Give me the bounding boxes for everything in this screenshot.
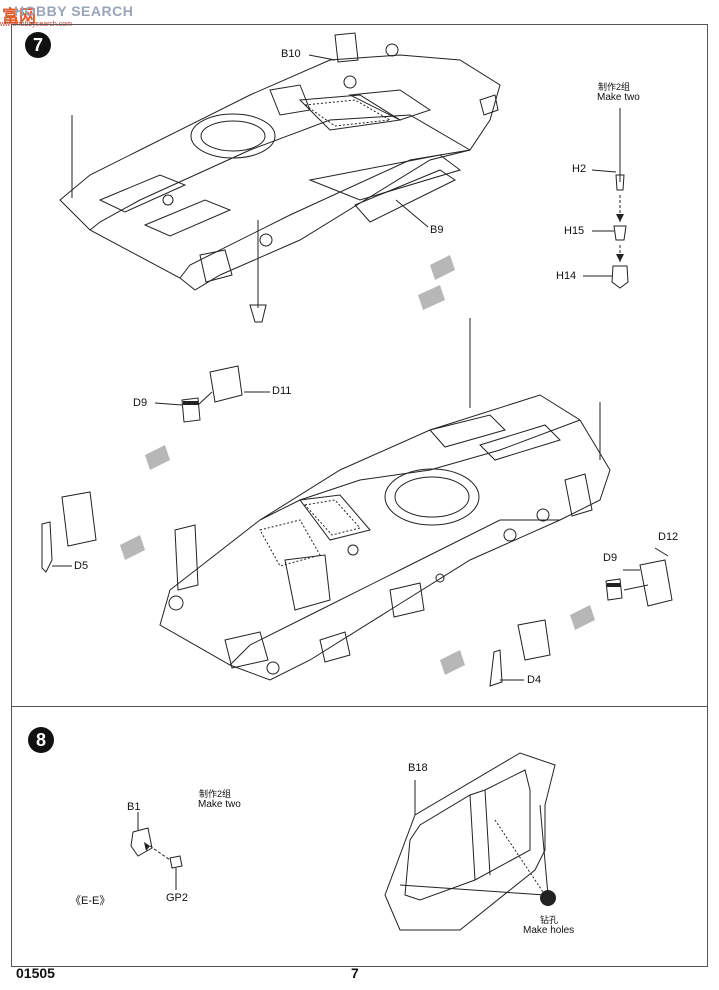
label-d9-left: D9 xyxy=(133,397,148,409)
step7-number: 7 xyxy=(25,32,51,58)
label-view-ee: 《E-E》 xyxy=(70,895,111,907)
label-d9-right: D9 xyxy=(603,552,618,564)
label-d11: D11 xyxy=(272,385,292,397)
label-b9: B9 xyxy=(430,224,444,236)
label-d5: D5 xyxy=(74,560,89,572)
label-h15: H15 xyxy=(564,225,585,237)
step7-make-two-cn: 制作2组 xyxy=(598,82,631,92)
watermark-cn: 富网 xyxy=(2,7,36,27)
page-number: 7 xyxy=(351,965,359,981)
leader-b10 xyxy=(308,54,336,61)
lower-vehicle-hull xyxy=(159,318,611,681)
part-b18-plate xyxy=(384,752,556,931)
step7-make-two-en: Make two xyxy=(597,92,640,103)
part-d9-d12 xyxy=(605,547,673,607)
label-b10: B10 xyxy=(281,48,301,60)
label-b1: B1 xyxy=(127,801,141,813)
label-b18: B18 xyxy=(408,762,428,774)
part-d5 xyxy=(41,491,97,573)
part-b1-gp2 xyxy=(130,812,183,890)
step8-number: 8 xyxy=(28,727,54,753)
label-d12: D12 xyxy=(658,531,679,543)
step8-make-two-cn: 制作2组 xyxy=(199,789,232,799)
upper-vehicle-hull xyxy=(59,32,501,323)
holes-cn: 钻孔 xyxy=(540,915,559,925)
product-code: 01505 xyxy=(16,965,55,981)
step8-frame xyxy=(11,706,708,967)
leader-b9 xyxy=(395,199,429,228)
label-d4: D4 xyxy=(527,674,542,686)
label-gp2: GP2 xyxy=(166,892,189,904)
part-d4 xyxy=(489,619,551,687)
step8-make-two-en: Make two xyxy=(198,799,241,810)
label-h2: H2 xyxy=(572,163,587,175)
part-d9-d11 xyxy=(154,365,270,423)
antenna-parts-h xyxy=(583,108,629,289)
label-h14: H14 xyxy=(556,270,577,282)
watermark-brand: HOBBY SEARCH xyxy=(14,3,134,19)
holes-en: Make holes xyxy=(523,925,575,936)
